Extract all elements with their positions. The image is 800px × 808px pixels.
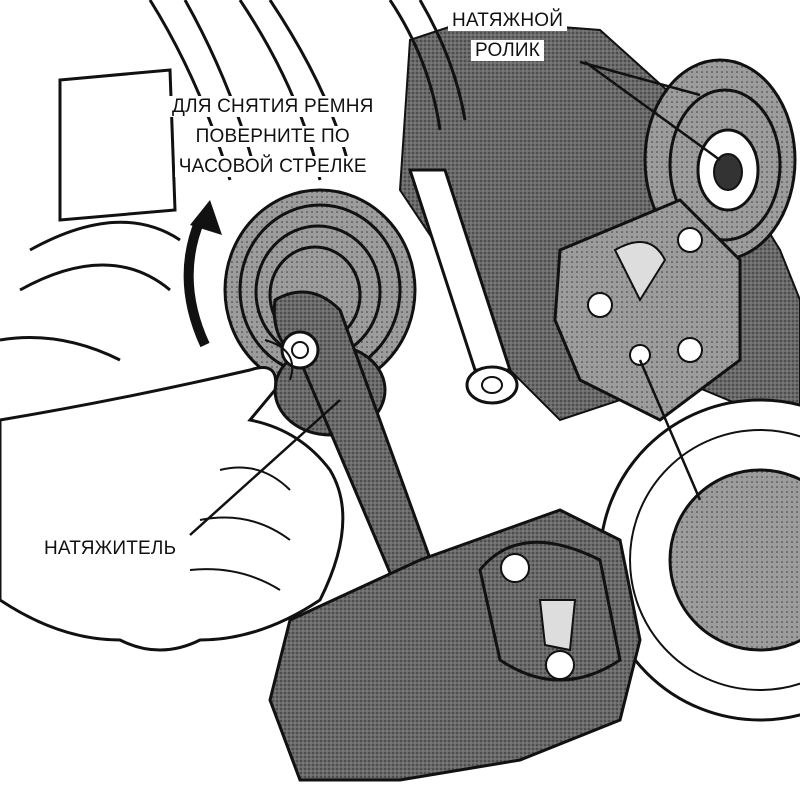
hand [0, 339, 345, 652]
fan-clutch [598, 398, 800, 722]
leader-lines [189, 60, 721, 536]
tensioner-label: НАТЯЖИТЕЛЬ [40, 534, 181, 564]
idler-roller-label-line-2: РОЛИК [471, 40, 545, 61]
idler-roller-label-line-1: НАТЯЖНОЙ [448, 10, 568, 31]
support-rod [407, 168, 519, 405]
clockwise-arrow-icon [183, 200, 222, 348]
mounting-plate-right [553, 198, 742, 422]
tensioner-label-text: НАТЯЖИТЕЛЬ [40, 538, 181, 559]
instruction-line-3: ЧАСОВОЙ СТРЕЛКЕ [174, 156, 371, 177]
idler-roller-label: НАТЯЖНОЙ РОЛИК [448, 6, 568, 66]
mounting-plate-lower [268, 508, 642, 782]
instruction-label: ДЛЯ СНЯТИЯ РЕМНЯ ПОВЕРНИТЕ ПО ЧАСОВОЙ СТ… [168, 92, 378, 182]
instruction-line-1: ДЛЯ СНЯТИЯ РЕМНЯ [168, 96, 378, 117]
instruction-line-2: ПОВЕРНИТЕ ПО [191, 126, 354, 147]
background-hoses [0, 0, 467, 362]
